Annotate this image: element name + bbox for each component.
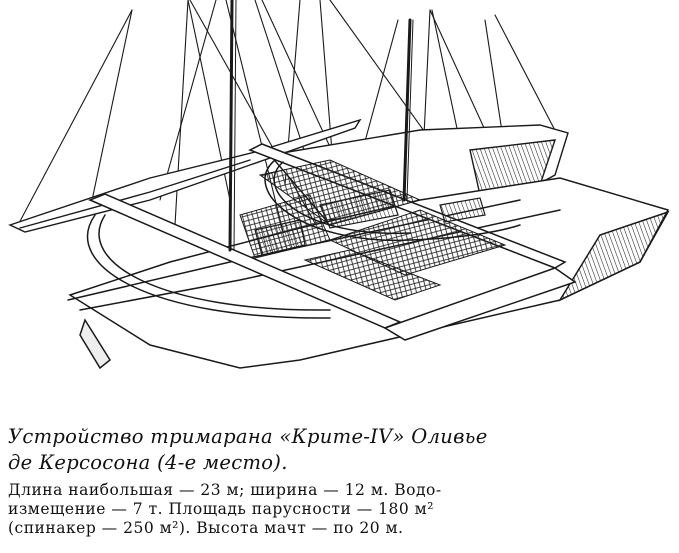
trimaran-illustration	[8, 0, 670, 370]
arched-hoops	[86, 159, 521, 319]
figure-caption-specs: Длина наибольшая — 23 м; ширина — 12 м. …	[8, 481, 673, 538]
figure-caption-title: Устройство тримарана «Крите-IV» Оливье д…	[8, 424, 668, 476]
caption-specs-line-2: измещение — 7 т. Площадь парусности — 18…	[8, 500, 434, 518]
caption-specs-line-3: (спинакер — 250 м²). Высота мачт — по 20…	[8, 519, 404, 537]
caption-specs-line-1: Длина наибольшая — 23 м; ширина — 12 м. …	[8, 481, 442, 499]
masts	[228, 0, 414, 252]
deck-gear	[254, 189, 486, 256]
caption-title-line-1: Устройство тримарана «Крите-IV» Оливье	[8, 425, 488, 448]
caption-title-line-2: де Керсосона (4-е место).	[8, 451, 288, 474]
